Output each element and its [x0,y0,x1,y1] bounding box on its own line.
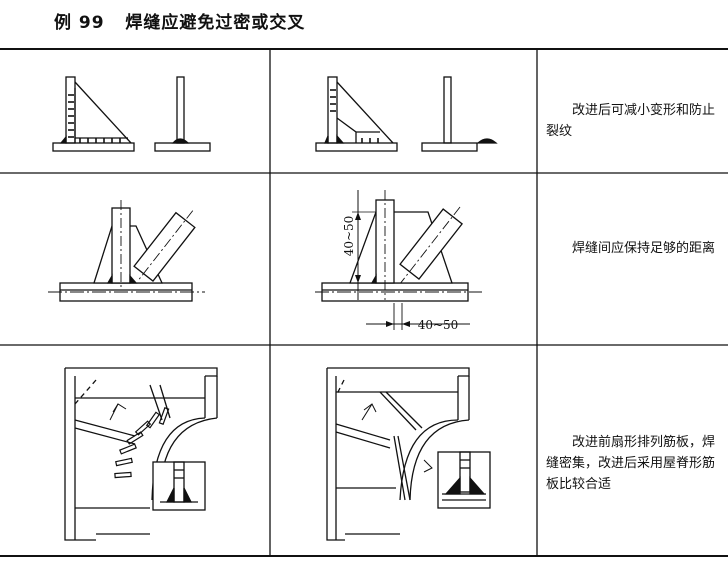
dimension-horizontal: 40~50 [418,318,459,332]
row2-description: 焊缝间应保持足够的距离 [572,241,716,256]
row3-description: 改进前扇形排列筋板，焊缝密集，改进后采用屋脊形筋板比较合适 [546,435,716,492]
row2-before-figure [48,200,205,302]
dimension-vertical: 40~50 [342,216,356,257]
row3-after-figure [326,367,491,541]
row1-before-figure [52,76,211,152]
table-grid [0,48,728,557]
row1-description: 改进后可减小变形和防止裂纹 [546,103,716,139]
row1-after-figure [315,76,498,152]
row3-before-figure [64,367,218,541]
row2-after-figure [315,190,482,330]
page-title: 例 99 焊缝应避免过密或交叉 [54,13,306,33]
